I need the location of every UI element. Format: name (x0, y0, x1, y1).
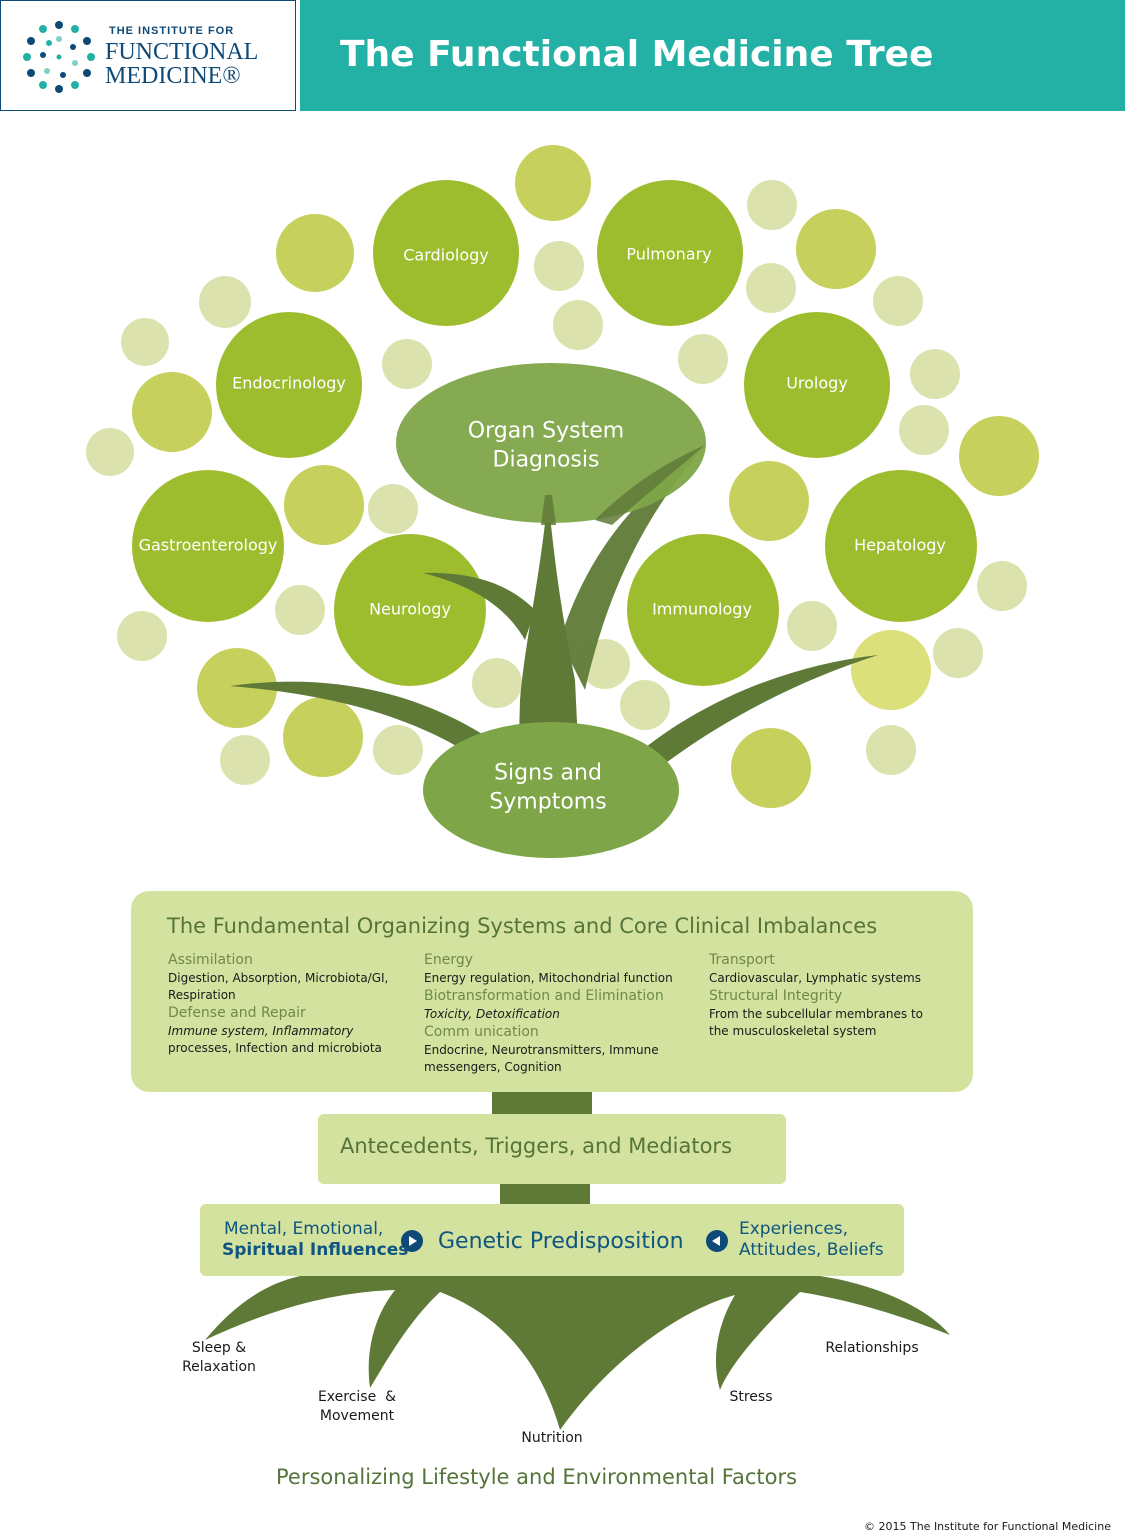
antecedents-box (318, 1114, 786, 1184)
assimilation-text: Digestion, Absorption, Microbiota/GI, Re… (168, 971, 389, 1002)
logo-small-text: THE INSTITUTE FOR (109, 25, 235, 37)
organ-label-urology: Urology (786, 373, 848, 393)
systems-col-3: Transport Cardiovascular, Lymphatic syst… (709, 951, 939, 1040)
arrow-left-icon (706, 1230, 728, 1252)
biotransformation-text: Toxicity, Detoxification (424, 1007, 560, 1021)
communication-text: Endocrine, Neurotransmitters, Immune mes… (424, 1043, 659, 1074)
root-sleep: Sleep & Relaxation (182, 1339, 256, 1377)
organ-system-ellipse (396, 363, 706, 523)
root-nutrition: Nutrition (521, 1430, 583, 1446)
organ-label-gastroenterology: Gastroenterology (138, 535, 278, 555)
arrow-right-icon (401, 1230, 423, 1252)
genetic-right-line2: Attitudes, Beliefs (739, 1240, 884, 1260)
logo-box: THE INSTITUTE FOR FUNCTIONAL MEDICINE® (0, 0, 296, 111)
biotransformation-heading: Biotransformation and Elimination (424, 988, 664, 1004)
communication-heading: Comm unication (424, 1024, 539, 1040)
antecedents-label: Antecedents, Triggers, and Mediators (340, 1134, 733, 1158)
systems-col-1: Assimilation Digestion, Absorption, Micr… (168, 951, 408, 1057)
root-exercise: Exercise & Movement (318, 1388, 396, 1426)
root-sleep-line2: Relaxation (182, 1359, 256, 1375)
energy-text: Energy regulation, Mitochondrial functio… (424, 971, 673, 985)
organ-label-endocrinology: Endocrinology (232, 373, 346, 393)
systems-col-2: Energy Energy regulation, Mitochondrial … (424, 951, 684, 1076)
title-banner (300, 0, 1125, 111)
organ-label-hepatology: Hepatology (854, 535, 946, 555)
root-stress: Stress (729, 1389, 773, 1405)
root-exercise-line2: Movement (319, 1408, 395, 1424)
defense-text-1: Immune system, Inflammatory (168, 1024, 354, 1038)
root-relationships: Relationships (825, 1340, 919, 1356)
copyright: © 2015 The Institute for Functional Medi… (864, 1520, 1111, 1533)
organ-circles (132, 180, 977, 686)
organ-label-immunology: Immunology (652, 599, 752, 619)
genetic-center: Genetic Predisposition (438, 1229, 684, 1254)
logo-mark-icon (23, 21, 95, 93)
systems-title: The Fundamental Organizing Systems and C… (167, 914, 878, 938)
signs-symptoms-ellipse (423, 722, 679, 858)
genetic-left-line2: Spiritual Influences (222, 1240, 409, 1260)
structural-heading: Structural Integrity (709, 988, 843, 1004)
transport-heading: Transport (709, 952, 775, 968)
organ-label-neurology: Neurology (369, 599, 451, 619)
defense-text-2: processes, Infection and microbiota (168, 1041, 382, 1055)
signs-symptoms-label: Signs and Symptoms (489, 760, 607, 814)
logo-line1: FUNCTIONAL (105, 39, 259, 65)
organ-label-pulmonary: Pulmonary (626, 244, 712, 264)
logo-line2: MEDICINE® (105, 63, 241, 89)
organ-label-cardiology: Cardiology (403, 245, 489, 265)
root-sleep-line1: Sleep & (191, 1340, 247, 1356)
organ-system-label: Organ System Diagnosis (467, 418, 625, 472)
transport-text: Cardiovascular, Lymphatic systems (709, 971, 921, 985)
page-title: The Functional Medicine Tree (340, 34, 934, 75)
defense-heading: Defense and Repair (168, 1005, 306, 1021)
genetic-left-line1: Mental, Emotional, (224, 1219, 384, 1239)
root-exercise-line1: Exercise & (317, 1389, 397, 1405)
decorative-leaves (86, 145, 1039, 808)
energy-heading: Energy (424, 952, 474, 968)
genetic-box (200, 1204, 904, 1276)
systems-panel (131, 891, 973, 1092)
genetic-right-line1: Experiences, (739, 1219, 849, 1239)
structural-text: From the subcellular membranes to the mu… (709, 1007, 923, 1038)
assimilation-heading: Assimilation (168, 952, 253, 968)
footer-title: Personalizing Lifestyle and Environmenta… (276, 1465, 798, 1489)
